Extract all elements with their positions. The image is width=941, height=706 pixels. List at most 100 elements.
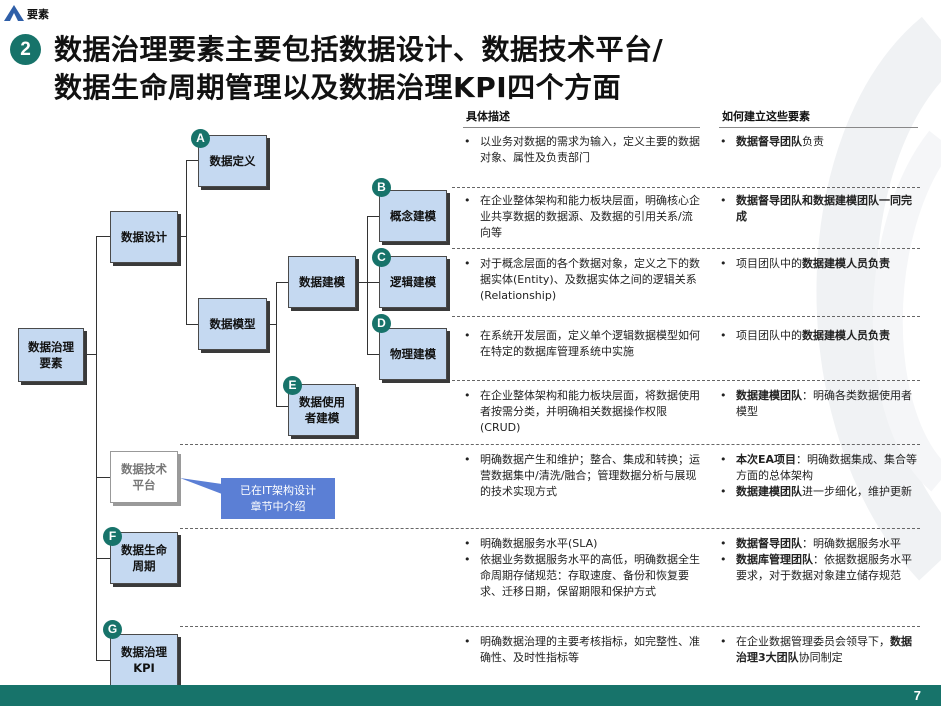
node-data-governance-elements: 数据治理要素 [18,328,84,382]
node-label: 数据生命 [121,543,167,557]
section-number-badge: 2 [10,34,41,65]
row-b-description: 在企业整体架构和能力板块层面，明确核心企业共享数据的数据源、及数据的引用关系/流… [462,193,702,241]
connector-line [96,558,110,559]
bullet-item: 对于概念层面的各个数据对象，定义之下的数据实体(Entity)、及数据实体之间的… [462,256,706,304]
bullet-item: 在系统开发层面，定义单个逻辑数据模型如何在特定的数据库管理系统中实施 [462,328,702,360]
row-d-how: 项目团队中的数据建模人员负责 [718,328,918,344]
bullet-item: 数据建模团队进一步细化，维护更新 [718,484,918,500]
node-label: 物理建模 [390,347,436,361]
letter-badge-a: A [191,129,210,148]
connector-line [96,660,110,661]
callout-text: 已在IT架构设计 [240,483,316,497]
bullet-item: 数据库管理团队：依据数据服务水平要求，对于数据对象建立储存规范 [718,552,918,584]
node-data-design: 数据设计 [110,211,178,263]
node-physical-modeling: 物理建模 [379,328,447,380]
node-data-user-modeling: 数据使用 者建模 [288,384,356,436]
node-data-model: 数据模型 [198,298,267,350]
row-f-description: 明确数据服务水平(SLA) 依据业务数据服务水平的高低，明确数据全生命周期存储规… [462,536,702,600]
row-e-description: 在企业整体架构和能力板块层面，将数据使用者按需分类，并明确相关数据操作权限(CR… [462,388,702,436]
row-separator [452,248,920,249]
connector-line [186,160,187,324]
node-concept-modeling: 概念建模 [379,190,447,242]
row-separator [180,444,920,445]
callout-it-architecture: 已在IT架构设计章节中介绍 [221,478,335,519]
letter-badge-d: D [372,314,391,333]
row-d-description: 在系统开发层面，定义单个逻辑数据模型如何在特定的数据库管理系统中实施 [462,328,702,360]
node-label: 周期 [132,559,156,573]
connector-line [356,282,367,283]
bullet-item: 数据督导团队负责 [718,134,918,150]
row-separator [452,187,920,188]
node-label: 数据使用 [299,395,345,409]
node-label: 数据技术 [121,462,167,476]
section-label: 要素 [27,8,49,21]
bullet-item: 在企业整体架构和能力板块层面，将数据使用者按需分类，并明确相关数据操作权限(CR… [462,388,702,436]
page-number: 7 [913,688,921,703]
bullet-item: 数据督导团队：明确数据服务水平 [718,536,918,552]
node-label: 数据建模 [299,275,345,289]
connector-line [276,282,277,406]
footer-bar [0,685,941,706]
connector-line [186,160,198,161]
node-label: 逻辑建模 [390,275,436,289]
node-label: 数据设计 [121,230,167,244]
row-f-how: 数据督导团队：明确数据服务水平 数据库管理团队：依据数据服务水平要求，对于数据对… [718,536,918,584]
node-data-definition: 数据定义 [198,135,267,187]
connector-line [84,354,96,355]
bullet-item: 明确数据服务水平(SLA) [462,536,702,552]
bullet-item: 以业务对数据的需求为输入，定义主要的数据对象、属性及负责部门 [462,134,702,166]
row-separator [452,380,920,381]
node-label: 数据模型 [209,317,256,331]
connector-line [96,477,110,478]
bullet-item: 本次EA项目：明确数据集成、集合等方面的总体架构 [718,452,918,484]
column-rule [463,127,700,128]
connector-line [96,236,110,237]
node-label: 数据治理要素 [28,340,74,370]
bullet-item: 数据督导团队和数据建模团队一同完成 [718,193,918,225]
node-label: 概念建模 [390,209,436,223]
node-data-modeling: 数据建模 [288,256,356,308]
node-label: 数据定义 [209,154,256,168]
connector-line [367,216,379,217]
connector-line [267,324,276,325]
node-label: KPI [133,661,155,675]
logo-icon [4,5,24,21]
node-data-governance-kpi: 数据治理 KPI [110,634,178,686]
connector-line [96,236,97,660]
bullet-item: 数据建模团队：明确各类数据使用者模型 [718,388,918,420]
node-logic-modeling: 逻辑建模 [379,256,447,308]
page-title-line1: 数据治理要素主要包括数据设计、数据技术平台/ [54,33,664,66]
row-c-description: 对于概念层面的各个数据对象，定义之下的数据实体(Entity)、及数据实体之间的… [462,256,706,304]
connector-line [276,282,288,283]
row-e-how: 数据建模团队：明确各类数据使用者模型 [718,388,918,420]
bullet-item: 明确数据产生和维护；整合、集成和转换；运营数据集中/清洗/融合；管理数据分析与展… [462,452,702,500]
connector-line [276,406,288,407]
callout-pointer [180,478,222,494]
page-title-line2: 数据生命周期管理以及数据治理KPI四个方面 [54,71,622,104]
connector-line [186,324,198,325]
node-data-lifecycle: 数据生命 周期 [110,532,178,584]
row-separator [452,316,920,317]
row-c-how: 项目团队中的数据建模人员负责 [718,256,918,272]
callout-text: 章节中介绍 [250,499,306,513]
row-b-how: 数据督导团队和数据建模团队一同完成 [718,193,918,225]
bullet-item: 在企业整体架构和能力板块层面，明确核心企业共享数据的数据源、及数据的引用关系/流… [462,193,702,241]
row-g-description: 明确数据治理的主要考核指标，如完整性、准确性、及时性指标等 [462,634,702,666]
node-data-tech-platform: 数据技术 平台 [110,451,178,503]
letter-badge-f: F [103,527,122,546]
bullet-item: 项目团队中的数据建模人员负责 [718,328,918,344]
row-a-description: 以业务对数据的需求为输入，定义主要的数据对象、属性及负责部门 [462,134,702,166]
node-label: 平台 [132,478,156,492]
letter-badge-b: B [372,178,391,197]
row-platform-how: 本次EA项目：明确数据集成、集合等方面的总体架构 数据建模团队进一步细化，维护更… [718,452,918,500]
connector-line [178,236,186,237]
letter-badge-e: E [283,376,302,395]
letter-badge-g: G [103,620,122,639]
row-a-how: 数据督导团队负责 [718,134,918,150]
column-header-how-to-build: 如何建立这些要素 [722,110,810,123]
node-label: 者建模 [304,411,340,425]
row-separator [180,528,920,529]
column-rule [719,127,918,128]
bullet-item: 依据业务数据服务水平的高低，明确数据全生命周期存储规范：存取速度、备份和恢复要求… [462,552,702,600]
row-platform-description: 明确数据产生和维护；整合、集成和转换；运营数据集中/清洗/融合；管理数据分析与展… [462,452,702,500]
